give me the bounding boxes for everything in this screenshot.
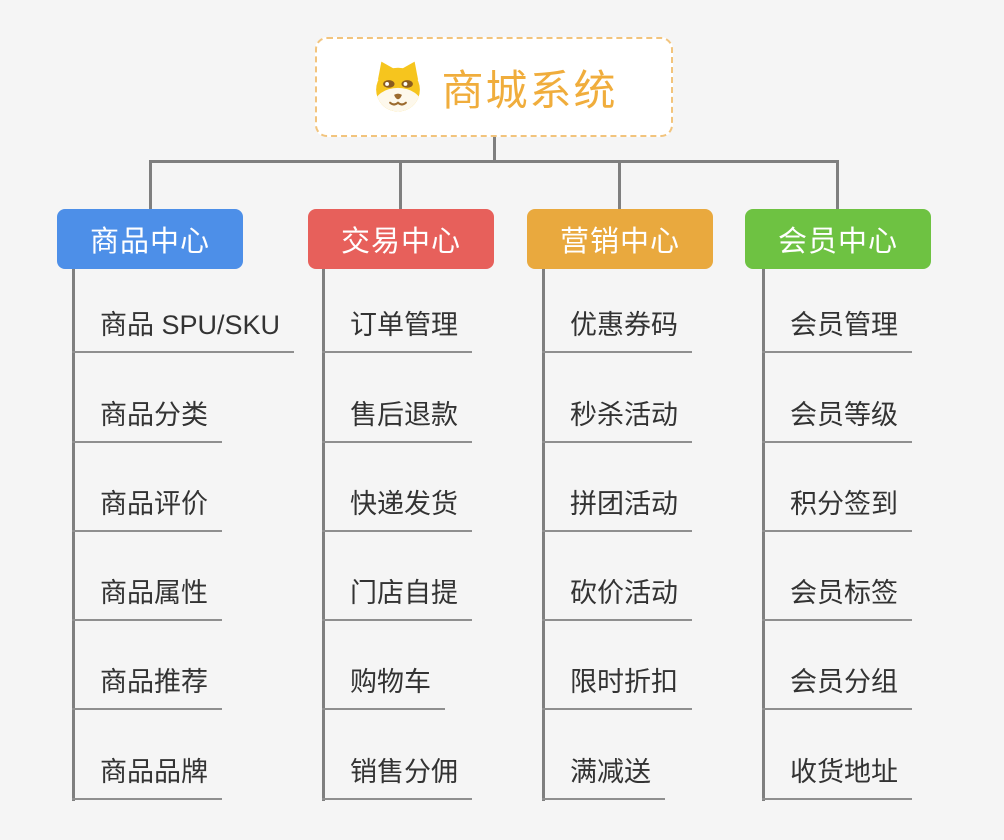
- subtopic-node[interactable]: 满减送: [542, 750, 665, 800]
- subtopic-node[interactable]: 售后退款: [322, 393, 472, 443]
- subtopic-row: 优惠券码: [542, 264, 777, 354]
- branch-node-trade[interactable]: 交易中心: [308, 209, 494, 269]
- subtopic-row: 订单管理: [322, 264, 557, 354]
- root-topic-title: 商城系统: [441, 66, 618, 114]
- subtopic-row: 会员分组: [762, 621, 997, 711]
- subtopic-row: 会员等级: [762, 353, 997, 443]
- subtopic-row: 拼团活动: [542, 443, 777, 532]
- subtopic-row: 限时折扣: [542, 621, 777, 711]
- root-topic-node[interactable]: 商城系统: [315, 37, 673, 137]
- subtopic-node[interactable]: 会员标签: [762, 571, 912, 622]
- branch-trunk-line: [762, 269, 765, 801]
- subtopic-row: 销售分佣: [322, 710, 557, 800]
- subtopic-column-trade: 订单管理 售后退款 快递发货 门店自提 购物车 销售分佣: [322, 264, 557, 800]
- connector-drop-marketing: [618, 160, 621, 211]
- subtopic-node[interactable]: 拼团活动: [542, 482, 692, 532]
- subtopic-row: 商品分类: [72, 353, 307, 443]
- branch-trunk-line: [72, 269, 75, 801]
- subtopic-node[interactable]: 收货地址: [762, 750, 912, 800]
- subtopic-row: 商品评价: [72, 443, 307, 532]
- subtopic-row: 收货地址: [762, 710, 997, 800]
- subtopic-node[interactable]: 商品推荐: [72, 660, 222, 711]
- subtopic-node[interactable]: 优惠券码: [542, 303, 692, 354]
- subtopic-node[interactable]: 砍价活动: [542, 571, 692, 622]
- subtopic-node[interactable]: 会员管理: [762, 303, 912, 354]
- subtopic-node[interactable]: 商品品牌: [72, 750, 222, 800]
- branch-node-members[interactable]: 会员中心: [745, 209, 931, 269]
- subtopic-node[interactable]: 商品属性: [72, 571, 222, 622]
- connector-drop-products: [149, 160, 152, 211]
- subtopic-node[interactable]: 门店自提: [322, 571, 472, 622]
- subtopic-row: 售后退款: [322, 353, 557, 443]
- subtopic-row: 积分签到: [762, 443, 997, 532]
- subtopic-row: 秒杀活动: [542, 353, 777, 443]
- dog-face-icon: [376, 61, 421, 112]
- subtopic-node[interactable]: 订单管理: [322, 303, 472, 354]
- subtopic-column-members: 会员管理 会员等级 积分签到 会员标签 会员分组 收货地址: [762, 264, 997, 800]
- branch-trunk-line: [542, 269, 545, 801]
- subtopic-row: 商品推荐: [72, 621, 307, 711]
- connector-horizontal: [149, 160, 839, 163]
- branch-node-marketing[interactable]: 营销中心: [527, 209, 713, 269]
- subtopic-row: 快递发货: [322, 443, 557, 532]
- subtopic-row: 会员标签: [762, 532, 997, 622]
- subtopic-node[interactable]: 商品 SPU/SKU: [72, 303, 295, 354]
- connector-drop-members: [836, 160, 839, 211]
- subtopic-row: 门店自提: [322, 532, 557, 622]
- subtopic-node[interactable]: 秒杀活动: [542, 393, 692, 443]
- subtopic-node[interactable]: 积分签到: [762, 482, 912, 532]
- subtopic-column-marketing: 优惠券码 秒杀活动 拼团活动 砍价活动 限时折扣 满减送: [542, 264, 777, 800]
- subtopic-row: 商品品牌: [72, 710, 307, 800]
- branch-trunk-line: [322, 269, 325, 801]
- subtopic-node[interactable]: 商品评价: [72, 482, 222, 532]
- subtopic-node[interactable]: 会员等级: [762, 393, 912, 443]
- subtopic-row: 商品 SPU/SKU: [72, 264, 307, 354]
- subtopic-row: 商品属性: [72, 532, 307, 622]
- connector-drop-trade: [399, 160, 402, 211]
- subtopic-row: 砍价活动: [542, 532, 777, 622]
- subtopic-node[interactable]: 会员分组: [762, 660, 912, 711]
- subtopic-node[interactable]: 商品分类: [72, 393, 222, 443]
- branch-node-products[interactable]: 商品中心: [57, 209, 243, 269]
- subtopic-node[interactable]: 快递发货: [322, 482, 472, 532]
- subtopic-row: 购物车: [322, 621, 557, 711]
- subtopic-node[interactable]: 购物车: [322, 660, 445, 711]
- subtopic-node[interactable]: 销售分佣: [322, 750, 472, 800]
- connector-root-stem: [493, 137, 496, 163]
- subtopic-row: 会员管理: [762, 264, 997, 354]
- subtopic-column-products: 商品 SPU/SKU 商品分类 商品评价 商品属性 商品推荐 商品品牌: [72, 264, 307, 800]
- subtopic-node[interactable]: 限时折扣: [542, 660, 692, 711]
- subtopic-row: 满减送: [542, 710, 777, 800]
